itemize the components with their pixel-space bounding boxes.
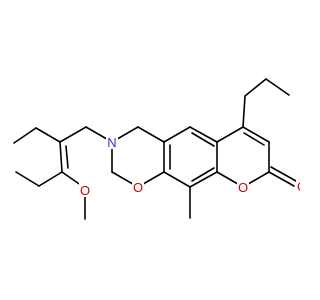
molecule-structure-diagram: N O O O O (13, 78, 300, 220)
bond-c8-c8a (189, 171, 218, 188)
bond-ar-c3-c4 (15, 171, 40, 187)
bond-ar-c1-c2-inner (65, 145, 69, 169)
bond-c6-ch2 (137, 126, 165, 143)
atom-label-layer: N O O O O (79, 135, 300, 198)
bond-ar-c6-c5 (13, 127, 37, 144)
bond-ar-c1-c6 (35, 127, 61, 143)
bond-c5-c6 (163, 126, 191, 143)
bond-c4a-c5-inner (191, 132, 215, 147)
o-lactone-label-background (237, 180, 249, 194)
bond-c4a-c5 (189, 126, 218, 143)
o-oxazine-label-background (132, 180, 144, 194)
bond-c4-c3-inner (243, 132, 265, 146)
propyl-bond-3 (265, 78, 290, 96)
oxazine-oxygen-label: O (133, 180, 143, 195)
bond-ar-c2-c3 (38, 171, 63, 187)
o-carbonyl-label-background (296, 179, 300, 193)
propyl-bond-2 (244, 78, 267, 97)
o-methoxy-label-background (79, 183, 91, 197)
bond-benzyl-ch2-ring (59, 126, 87, 143)
bond-c4-c4a (216, 126, 244, 143)
n-label-background (106, 135, 118, 149)
carbonyl-bond-a (268, 171, 295, 187)
carbonyl-oxygen-label: O (297, 179, 300, 194)
nitrogen-atom-label: N (107, 135, 116, 150)
propyl-bond-1 (242, 95, 246, 128)
bond-c8-c8a-inner (191, 167, 215, 182)
bond-layer (13, 78, 297, 220)
bond-c7-c8 (163, 171, 191, 188)
lactone-oxygen-label: O (238, 180, 248, 195)
bond-c4-c3 (242, 126, 270, 143)
bond-ar-c1-c2 (59, 141, 63, 173)
methoxy-oxygen-label: O (80, 183, 90, 198)
carbonyl-bond-b (270, 166, 297, 182)
